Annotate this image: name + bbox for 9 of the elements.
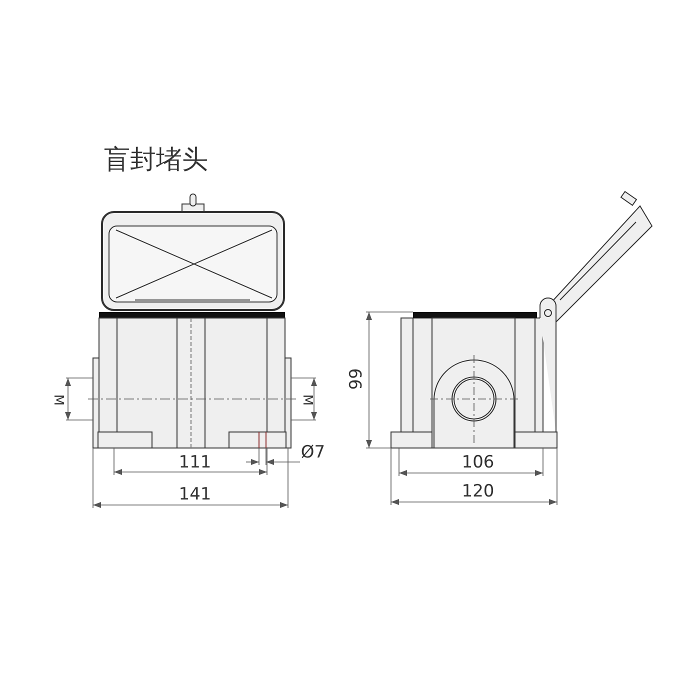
title: 盲封堵头 (104, 144, 208, 177)
dimension-label: 111 (178, 454, 212, 472)
dimension-label: M (300, 394, 314, 406)
dimension-label: M (52, 394, 64, 406)
dimension-label: 99 (348, 368, 366, 390)
dimension-label: Ø7 (300, 444, 326, 462)
dimension-label: 120 (462, 484, 494, 500)
dimension-label: 141 (178, 486, 212, 504)
dimension-label: 106 (462, 454, 494, 472)
